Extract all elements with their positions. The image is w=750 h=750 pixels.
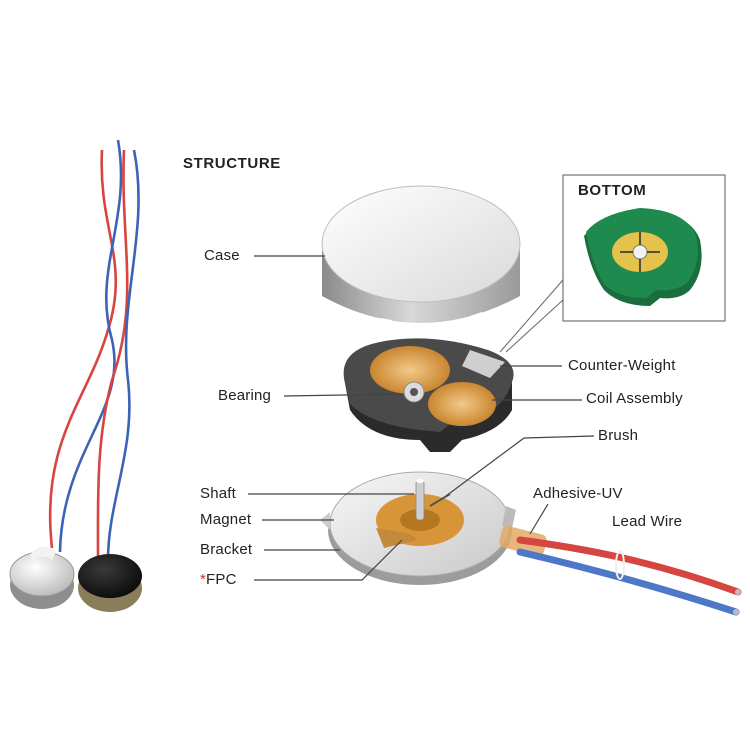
leader-fpc [254, 539, 403, 581]
coin-motor-silver-pad [30, 546, 56, 562]
inset-title: BOTTOM [578, 182, 647, 199]
label-shaft: Shaft [200, 485, 237, 502]
label-bearing: Bearing [218, 387, 272, 404]
label-case: Case [204, 247, 240, 264]
label-adhesive-uv: Adhesive-UV [533, 485, 623, 502]
bracket-tab-right [502, 506, 516, 528]
wire-tip-blue [733, 609, 739, 615]
fpc-trace [376, 528, 418, 548]
label-magnet: Magnet [200, 511, 252, 528]
diagram-title: STRUCTURE [183, 155, 281, 172]
left-wire-blue-2 [106, 149, 140, 561]
coil-right [428, 382, 496, 426]
case-part [321, 185, 521, 332]
lead-wire-red [516, 536, 742, 596]
bracket-tab-left [320, 512, 330, 530]
label-coil-assembly: Coil Assembly [586, 390, 683, 407]
leader-adhesive-uv [529, 503, 549, 535]
inset-center [632, 244, 648, 260]
inset-center-slots [620, 232, 660, 272]
bearing-hole [410, 388, 418, 396]
label-bracket: Bracket [200, 541, 253, 558]
fpc-asterisk: * [200, 571, 207, 588]
left-wire-red-1 [48, 149, 118, 549]
shaft [415, 479, 425, 521]
bracket-part [320, 471, 516, 585]
label-brush: Brush [598, 427, 639, 444]
coin-motor-black-face [78, 554, 142, 598]
case-notch [380, 312, 482, 332]
label-fpc: *FPC [200, 572, 237, 588]
product-photo [9, 139, 142, 612]
left-wire-blue-1 [58, 139, 123, 553]
bottom-inset [499, 174, 726, 353]
label-lead-wire: Lead Wire [612, 513, 683, 530]
leader-bearing [283, 393, 405, 397]
inset-pointer-a [499, 279, 564, 353]
label-counter-weight: Counter-Weight [568, 357, 676, 374]
case-top [321, 185, 521, 303]
rotor-part [343, 338, 514, 452]
coil-left [370, 346, 450, 394]
leader-lines [248, 255, 595, 581]
lead-wire-part [499, 526, 742, 616]
shaft-tip [416, 479, 424, 483]
wire-tie [615, 550, 625, 580]
counter-weight-wedge [462, 350, 505, 378]
coin-motor-silver-face [9, 551, 75, 597]
leader-brush [445, 435, 595, 497]
inset-pointer-b [505, 299, 564, 353]
wire-tip-red [735, 589, 741, 595]
fpc-text: FPC [206, 571, 237, 588]
left-wire-red-2 [96, 149, 129, 561]
